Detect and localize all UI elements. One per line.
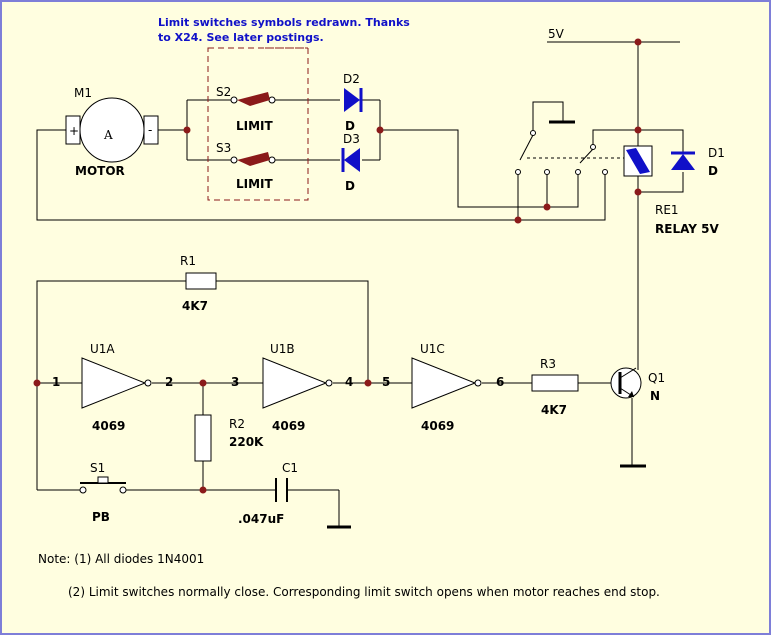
u1c-value: 4069 <box>421 419 454 433</box>
wires-bottom <box>36 120 646 529</box>
transistor-q1: Q1 N <box>610 367 665 403</box>
re1-ref: RE1 <box>655 203 679 217</box>
motor-m1: A + - M1 MOTOR <box>65 86 159 178</box>
header-note-line2: to X24. See later postings. <box>158 31 324 44</box>
diode-d2: D2 D <box>343 72 363 133</box>
s1-value: PB <box>92 510 110 524</box>
re1-value: RELAY 5V <box>655 222 719 236</box>
d3-ref: D3 <box>343 132 360 146</box>
note-2: (2) Limit switches normally close. Corre… <box>68 585 660 599</box>
r1-ref: R1 <box>180 254 196 268</box>
supply-label: 5V <box>548 27 565 41</box>
s3-ref: S3 <box>216 141 231 155</box>
pin-6: 6 <box>496 375 504 389</box>
pin-2: 2 <box>165 375 173 389</box>
note-1: Note: (1) All diodes 1N4001 <box>38 552 204 566</box>
capacitor-c1: C1 .047uF <box>238 461 298 526</box>
r3-value: 4K7 <box>541 403 567 417</box>
c1-ref: C1 <box>282 461 298 475</box>
inverter-u1a: U1A 4069 <box>81 342 152 433</box>
r1-value: 4K7 <box>182 299 208 313</box>
d3-value: D <box>345 179 355 193</box>
motor-minus: - <box>148 123 152 137</box>
s2-label: LIMIT <box>236 119 274 133</box>
relay-re1: RE1 RELAY 5V <box>623 145 719 236</box>
d2-ref: D2 <box>343 72 360 86</box>
motor-label: MOTOR <box>75 164 125 178</box>
u1a-value: 4069 <box>92 419 125 433</box>
limit-switch-box <box>207 47 309 201</box>
diode-d1: D1 D <box>671 146 725 178</box>
u1b-ref: U1B <box>270 342 295 356</box>
resistor-r3: R3 4K7 <box>531 357 579 417</box>
inverter-u1b: U1B 4069 <box>262 342 333 433</box>
pin-5: 5 <box>382 375 390 389</box>
limit-switch-s3: S3 LIMIT <box>216 141 276 191</box>
c1-value: .047uF <box>238 512 284 526</box>
motor-ref: M1 <box>74 86 92 100</box>
motor-plus: + <box>69 124 79 138</box>
header-note-line1: Limit switches symbols redrawn. Thanks <box>158 16 410 29</box>
resistor-r2: R2 220K <box>194 414 264 462</box>
s1-ref: S1 <box>90 461 105 475</box>
diode-d3: D3 D <box>341 132 360 193</box>
pin-3: 3 <box>231 375 239 389</box>
u1c-ref: U1C <box>420 342 445 356</box>
r3-ref: R3 <box>540 357 556 371</box>
d2-value: D <box>345 119 355 133</box>
r2-ref: R2 <box>229 417 245 431</box>
pin-1: 1 <box>52 375 60 389</box>
q1-ref: Q1 <box>648 371 665 385</box>
r2-value: 220K <box>229 435 264 449</box>
u1a-ref: U1A <box>90 342 115 356</box>
s3-label: LIMIT <box>236 177 274 191</box>
u1b-value: 4069 <box>272 419 305 433</box>
limit-switch-s2: S2 LIMIT <box>216 85 276 133</box>
d1-value: D <box>708 164 718 178</box>
junction-dots <box>33 38 642 494</box>
pushbutton-s1: S1 PB <box>79 461 127 524</box>
inverter-u1c: U1C 4069 <box>411 342 482 433</box>
resistor-r1: R1 4K7 <box>180 254 217 313</box>
relay-contacts <box>515 130 625 175</box>
pin-4: 4 <box>345 375 353 389</box>
d1-ref: D1 <box>708 146 725 160</box>
q1-value: N <box>650 389 660 403</box>
s2-ref: S2 <box>216 85 231 99</box>
motor-symbol: A <box>103 128 113 142</box>
